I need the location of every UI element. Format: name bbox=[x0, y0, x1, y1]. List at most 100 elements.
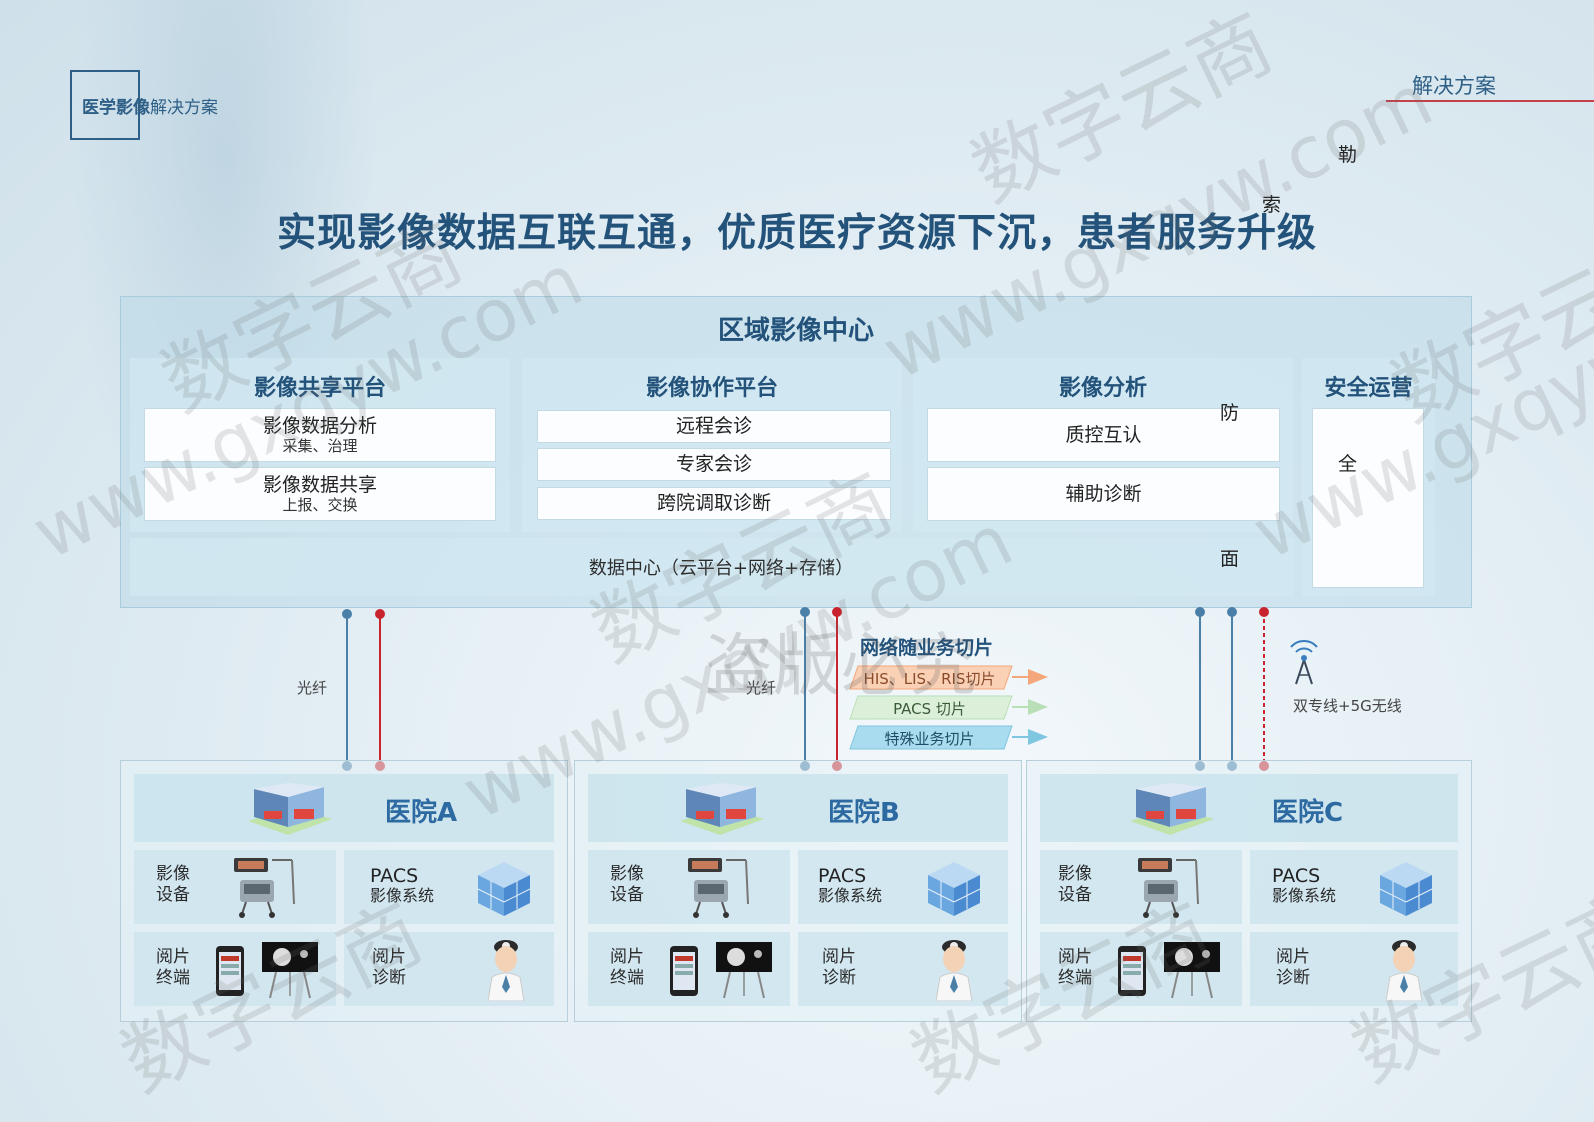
platform-analysis-title: 影像分析 bbox=[1058, 376, 1147, 401]
hospital-a-name: 医院A bbox=[385, 798, 458, 828]
slice-label-special: 特殊业务切片 bbox=[884, 730, 975, 748]
doctor-icon bbox=[1385, 940, 1423, 1001]
hospital-b-diagnosis-cell bbox=[798, 932, 1008, 1006]
box-qc-mutual: 质控互认 bbox=[927, 408, 1280, 462]
hospital-b-terminal-text: 阅片 终端 bbox=[610, 947, 644, 989]
stray-char-suo: 索 bbox=[1262, 194, 1282, 216]
hospital-b-pacs-sub: 影像系统 bbox=[818, 886, 883, 905]
slice-bar-pacs bbox=[849, 695, 1013, 720]
box-expert-consult-label: 专家会诊 bbox=[675, 453, 752, 476]
hospital-b-device-label: 影像 设备 bbox=[610, 864, 644, 907]
section-underline bbox=[1386, 100, 1594, 102]
viewing-terminal-icon bbox=[216, 942, 318, 999]
fiber-label-a: 光纤 bbox=[297, 679, 328, 697]
hospital-c-header bbox=[1040, 774, 1458, 842]
hospital-c-pacs-sub: 影像系统 bbox=[1272, 886, 1337, 905]
fiber-label-b: 光纤 bbox=[746, 679, 777, 697]
node-c-blue2-top bbox=[1227, 607, 1237, 617]
hospital-a-device-text: 影像 设备 bbox=[156, 864, 190, 906]
box-qc-mutual-label: 质控互认 bbox=[1065, 423, 1142, 446]
imaging-device-icon bbox=[1138, 858, 1199, 918]
hospital-b-pacs-title: PACS bbox=[818, 865, 867, 887]
server-cube-icon bbox=[477, 862, 531, 916]
box-remote-consult: 远程会诊 bbox=[537, 410, 891, 443]
box-data-sharing: 影像数据共享 上报、交换 bbox=[144, 467, 496, 521]
box-aux-diagnosis: 辅助诊断 bbox=[927, 467, 1280, 521]
hospital-a-pacs-sub: 影像系统 bbox=[370, 886, 435, 905]
slice-label-his: HIS、LIS、RIS切片 bbox=[863, 670, 996, 688]
stray-char-mian: 面 bbox=[1220, 548, 1240, 570]
hospital-c-device-text: 影像 设备 bbox=[1058, 864, 1092, 906]
server-cube-icon bbox=[1379, 862, 1433, 916]
antenna-tower-icon bbox=[1290, 640, 1318, 685]
data-center-label: 数据中心（云平台+网络+存储） bbox=[588, 558, 854, 579]
slice-bar-his bbox=[849, 665, 1013, 690]
hospital-a-terminal-label: 阅片 终端 bbox=[156, 947, 190, 990]
hospital-c-pacs-title: PACS bbox=[1272, 865, 1321, 887]
slice-label-pacs: PACS 切片 bbox=[893, 700, 966, 718]
hospital-a-terminal-text: 阅片 终端 bbox=[156, 947, 190, 989]
viewing-terminal-icon bbox=[670, 942, 772, 999]
hospital-building-icon bbox=[1130, 783, 1214, 835]
stray-char-fang: 防 bbox=[1220, 402, 1240, 424]
viewing-terminal-icon bbox=[1118, 942, 1220, 999]
box-data-sharing-main: 影像数据共享 bbox=[262, 473, 377, 496]
hospital-c-diagnosis-label: 阅片 诊断 bbox=[1276, 947, 1310, 990]
hospital-c-device-label: 影像 设备 bbox=[1058, 864, 1092, 907]
imaging-device-icon bbox=[234, 858, 295, 918]
regional-center-title: 区域影像中心 bbox=[717, 316, 874, 346]
hospital-a-diagnosis-label: 阅片 诊断 bbox=[372, 947, 406, 990]
node-c-blue1-top bbox=[1195, 607, 1205, 617]
platform-security-title: 安全运营 bbox=[1324, 376, 1413, 401]
box-cross-hospital: 跨院调取诊断 bbox=[537, 487, 891, 520]
box-data-sharing-sub: 上报、交换 bbox=[282, 496, 358, 515]
hospital-a-pacs-title: PACS bbox=[370, 865, 419, 887]
hospital-building-icon bbox=[248, 783, 332, 835]
wireless-label: 双专线+5G无线 bbox=[1293, 697, 1402, 715]
logo-frame bbox=[70, 70, 140, 140]
node-a-blue-top bbox=[342, 609, 352, 619]
box-cross-hospital-label: 跨院调取诊断 bbox=[656, 492, 771, 515]
platform-sharing-title: 影像共享平台 bbox=[253, 376, 386, 401]
hospital-c-terminal-text: 阅片 终端 bbox=[1058, 947, 1092, 989]
box-remote-consult-label: 远程会诊 bbox=[675, 415, 752, 438]
logo-rest-text: 解决方案 bbox=[150, 98, 218, 118]
hospital-a-header bbox=[134, 774, 554, 842]
data-center-strip bbox=[130, 538, 1294, 596]
imaging-device-icon bbox=[688, 858, 749, 918]
hospital-c-name: 医院C bbox=[1272, 798, 1344, 828]
doctor-icon bbox=[935, 940, 973, 1001]
logo-bold-text: 医学影像 bbox=[82, 98, 150, 118]
hospital-building-icon bbox=[680, 783, 764, 835]
box-aux-diagnosis-label: 辅助诊断 bbox=[1065, 482, 1142, 505]
box-data-analysis-sub: 采集、治理 bbox=[282, 437, 358, 456]
page-headline: 实现影像数据互联互通，优质医疗资源下沉，患者服务升级 bbox=[276, 211, 1317, 256]
hospital-b-diagnosis-label: 阅片 诊断 bbox=[822, 947, 856, 990]
document-logo-text: 医学影像解决方案 bbox=[82, 93, 218, 118]
node-b-blue-top bbox=[800, 607, 810, 617]
stray-char-le: 勒 bbox=[1338, 144, 1358, 166]
node-b-red-top bbox=[832, 607, 842, 617]
hospital-b-name: 医院B bbox=[828, 798, 900, 828]
box-data-analysis: 影像数据分析 采集、治理 bbox=[144, 408, 496, 462]
node-c-red-top bbox=[1259, 607, 1269, 617]
stray-char-quan: 全 bbox=[1338, 453, 1358, 475]
hospital-c-terminal-label: 阅片 终端 bbox=[1058, 947, 1092, 990]
hospital-b-terminal-label: 阅片 终端 bbox=[610, 947, 644, 990]
hospital-a-diagnosis-text: 阅片 诊断 bbox=[372, 947, 406, 989]
hospital-c-diagnosis-cell bbox=[1250, 932, 1458, 1006]
slicing-title: 网络随业务切片 bbox=[860, 637, 994, 659]
box-security bbox=[1312, 408, 1424, 588]
section-label: 解决方案 bbox=[1412, 74, 1496, 98]
box-data-analysis-main: 影像数据分析 bbox=[262, 414, 377, 437]
hospital-b-device-text: 影像 设备 bbox=[610, 864, 644, 906]
server-cube-icon bbox=[927, 862, 981, 916]
hospital-b-header bbox=[588, 774, 1008, 842]
hospital-b-diagnosis-text: 阅片 诊断 bbox=[822, 947, 856, 989]
platform-collab-title: 影像协作平台 bbox=[645, 376, 778, 401]
box-expert-consult: 专家会诊 bbox=[537, 448, 891, 481]
hospital-c-diagnosis-text: 阅片 诊断 bbox=[1276, 947, 1310, 989]
slice-bar-special bbox=[849, 725, 1013, 750]
node-a-red-top bbox=[375, 609, 385, 619]
doctor-icon bbox=[487, 940, 525, 1001]
